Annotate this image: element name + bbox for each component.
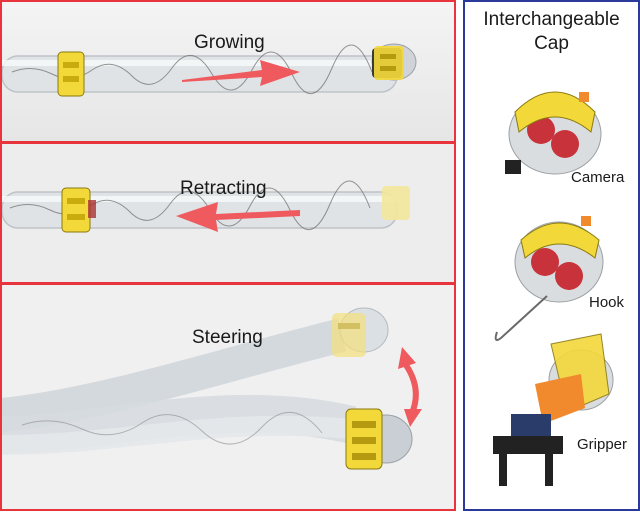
growing-panel: Growing	[0, 0, 456, 143]
retracting-label: Retracting	[180, 178, 267, 199]
gripper-cap-image	[493, 333, 614, 486]
caps-title-line1: Interchangeable	[483, 9, 620, 30]
hook-cap-image	[494, 216, 604, 341]
retracting-arrow	[176, 202, 300, 232]
steering-photo	[2, 285, 454, 509]
growing-photo	[2, 2, 454, 141]
camera-label: Camera	[571, 169, 625, 186]
camera-cap-image	[505, 91, 602, 175]
hook-label: Hook	[589, 294, 625, 311]
steering-panel: Steering	[0, 283, 456, 511]
steering-arrow	[398, 347, 422, 427]
growing-label: Growing	[194, 32, 265, 53]
retracting-panel: Retracting	[0, 142, 456, 284]
steering-label: Steering	[192, 327, 263, 348]
caps-title-line2: Cap	[534, 33, 569, 54]
growing-arrow	[182, 60, 300, 86]
retracting-photo	[2, 144, 454, 282]
gripper-label: Gripper	[577, 436, 628, 453]
caps-panel: Interchangeable Cap Camera Hook Gripper	[463, 0, 640, 511]
